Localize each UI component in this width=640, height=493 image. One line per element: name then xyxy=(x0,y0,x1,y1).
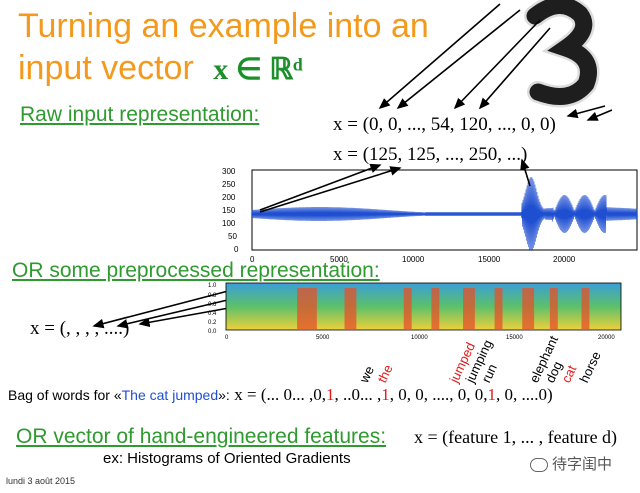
bow-one: 1 xyxy=(487,385,497,404)
spectrogram-band xyxy=(403,288,412,330)
bow-one: 1 xyxy=(326,385,335,404)
watermark: 待字闺中 xyxy=(530,453,612,474)
wave-ytick: 0 xyxy=(234,245,239,254)
watermark-text: 待字闺中 xyxy=(552,456,613,473)
wave-ytick: 50 xyxy=(228,232,237,241)
bow-word: cat xyxy=(558,362,580,385)
waveform-svg: 300 250 200 150 100 50 0 0 5000 10000 15… xyxy=(222,167,638,264)
spectrogram-band xyxy=(549,288,558,330)
bow-vector-d: , 0, ....0) xyxy=(496,385,553,404)
raw-input-heading: Raw input representation: xyxy=(20,103,260,126)
wave-xtick: 0 xyxy=(250,255,255,264)
hand-features-example: ex: Histograms of Oriented Gradients xyxy=(103,450,351,467)
bow-suffix: »: xyxy=(218,387,230,403)
slide-title-line1: Turning an example into an xyxy=(18,7,429,45)
bow-word: jumped xyxy=(446,340,479,385)
spectrogram-band xyxy=(494,288,503,330)
spec-ytick: 0.2 xyxy=(208,320,217,326)
spec-xtick: 5000 xyxy=(316,335,330,341)
spec-xtick: 15000 xyxy=(506,335,523,341)
bow-vector-c: , 0, 0, ...., 0, 0, xyxy=(389,385,488,404)
spectrogram-band xyxy=(297,288,317,330)
spectrogram-band xyxy=(431,288,440,330)
spec-ytick: 1.0 xyxy=(208,283,217,289)
spectrogram-band xyxy=(522,288,535,330)
wave-ytick: 300 xyxy=(222,167,236,176)
spectrogram-band xyxy=(463,288,475,330)
preprocessed-heading: OR some preprocessed representation: xyxy=(12,259,380,282)
wave-ytick: 100 xyxy=(222,219,236,228)
wechat-icon xyxy=(530,458,548,473)
preprocessed-vector: x = (, , , , ....) xyxy=(30,318,130,339)
waveform-plot: 300 250 200 150 100 50 0 0 5000 10000 15… xyxy=(220,166,640,268)
bow-word: dog xyxy=(542,358,566,385)
wave-ytick: 150 xyxy=(222,206,236,215)
spec-ytick: 0.6 xyxy=(208,302,217,308)
bow-word: run xyxy=(478,361,500,385)
wave-xtick: 15000 xyxy=(478,255,501,264)
spectrogram-band xyxy=(581,288,590,330)
wave-xtick: 10000 xyxy=(402,255,425,264)
wave-ytick: 200 xyxy=(222,193,236,202)
bow-one: 1 xyxy=(381,385,390,404)
bow-word: the xyxy=(374,362,396,385)
audio-input-vector: x = (125, 125, ..., 250, ...) xyxy=(333,144,528,165)
bow-vector-b: , ..0... , xyxy=(334,385,382,404)
spec-ytick: 0.8 xyxy=(208,293,217,299)
spectrogram-svg: 1.0 0.8 0.6 0.4 0.2 0.0 0 5000 10000 150… xyxy=(208,282,622,341)
bow-word: we xyxy=(356,363,378,385)
digit-three-icon xyxy=(524,0,600,108)
spectrogram-energy xyxy=(297,288,590,330)
title-line2-text: input vector xyxy=(18,49,194,87)
bow-sentence: The cat jumped xyxy=(121,387,219,403)
bow-word: horse xyxy=(576,349,604,385)
spec-ytick: 0.0 xyxy=(208,329,217,335)
wave-ytick: 250 xyxy=(222,180,236,189)
bow-word: jumping xyxy=(462,337,496,385)
bow-prefix: Bag of words for « xyxy=(8,387,122,403)
raw-input-vector: x = (0, 0, ..., 54, 120, ..., 0, 0) xyxy=(333,114,556,135)
spectrogram-plot: 1.0 0.8 0.6 0.4 0.2 0.0 0 5000 10000 150… xyxy=(206,280,626,342)
wave-xtick: 5000 xyxy=(330,255,348,264)
slide-title-line2: input vector x ∈ ℝᵈ xyxy=(18,48,303,90)
spectrogram-band xyxy=(344,288,357,330)
bow-vector-a: x = (... 0... ,0, xyxy=(234,385,327,404)
hand-features-heading: OR vector of hand-engineered features: xyxy=(16,425,387,448)
hand-features-vector: x = (feature 1, ... , feature d) xyxy=(414,427,618,447)
spec-xtick: 10000 xyxy=(411,335,428,341)
spec-xtick: 20000 xyxy=(598,335,615,341)
digit-image xyxy=(500,0,615,110)
spec-xtick: 0 xyxy=(225,335,229,341)
bow-line: Bag of words for «The cat jumped»: x = (… xyxy=(8,385,553,405)
wave-xtick: 20000 xyxy=(553,255,576,264)
footer-date: lundi 3 août 2015 xyxy=(6,476,76,486)
spec-ytick: 0.4 xyxy=(208,311,217,317)
title-math: x ∈ ℝᵈ xyxy=(213,53,303,86)
